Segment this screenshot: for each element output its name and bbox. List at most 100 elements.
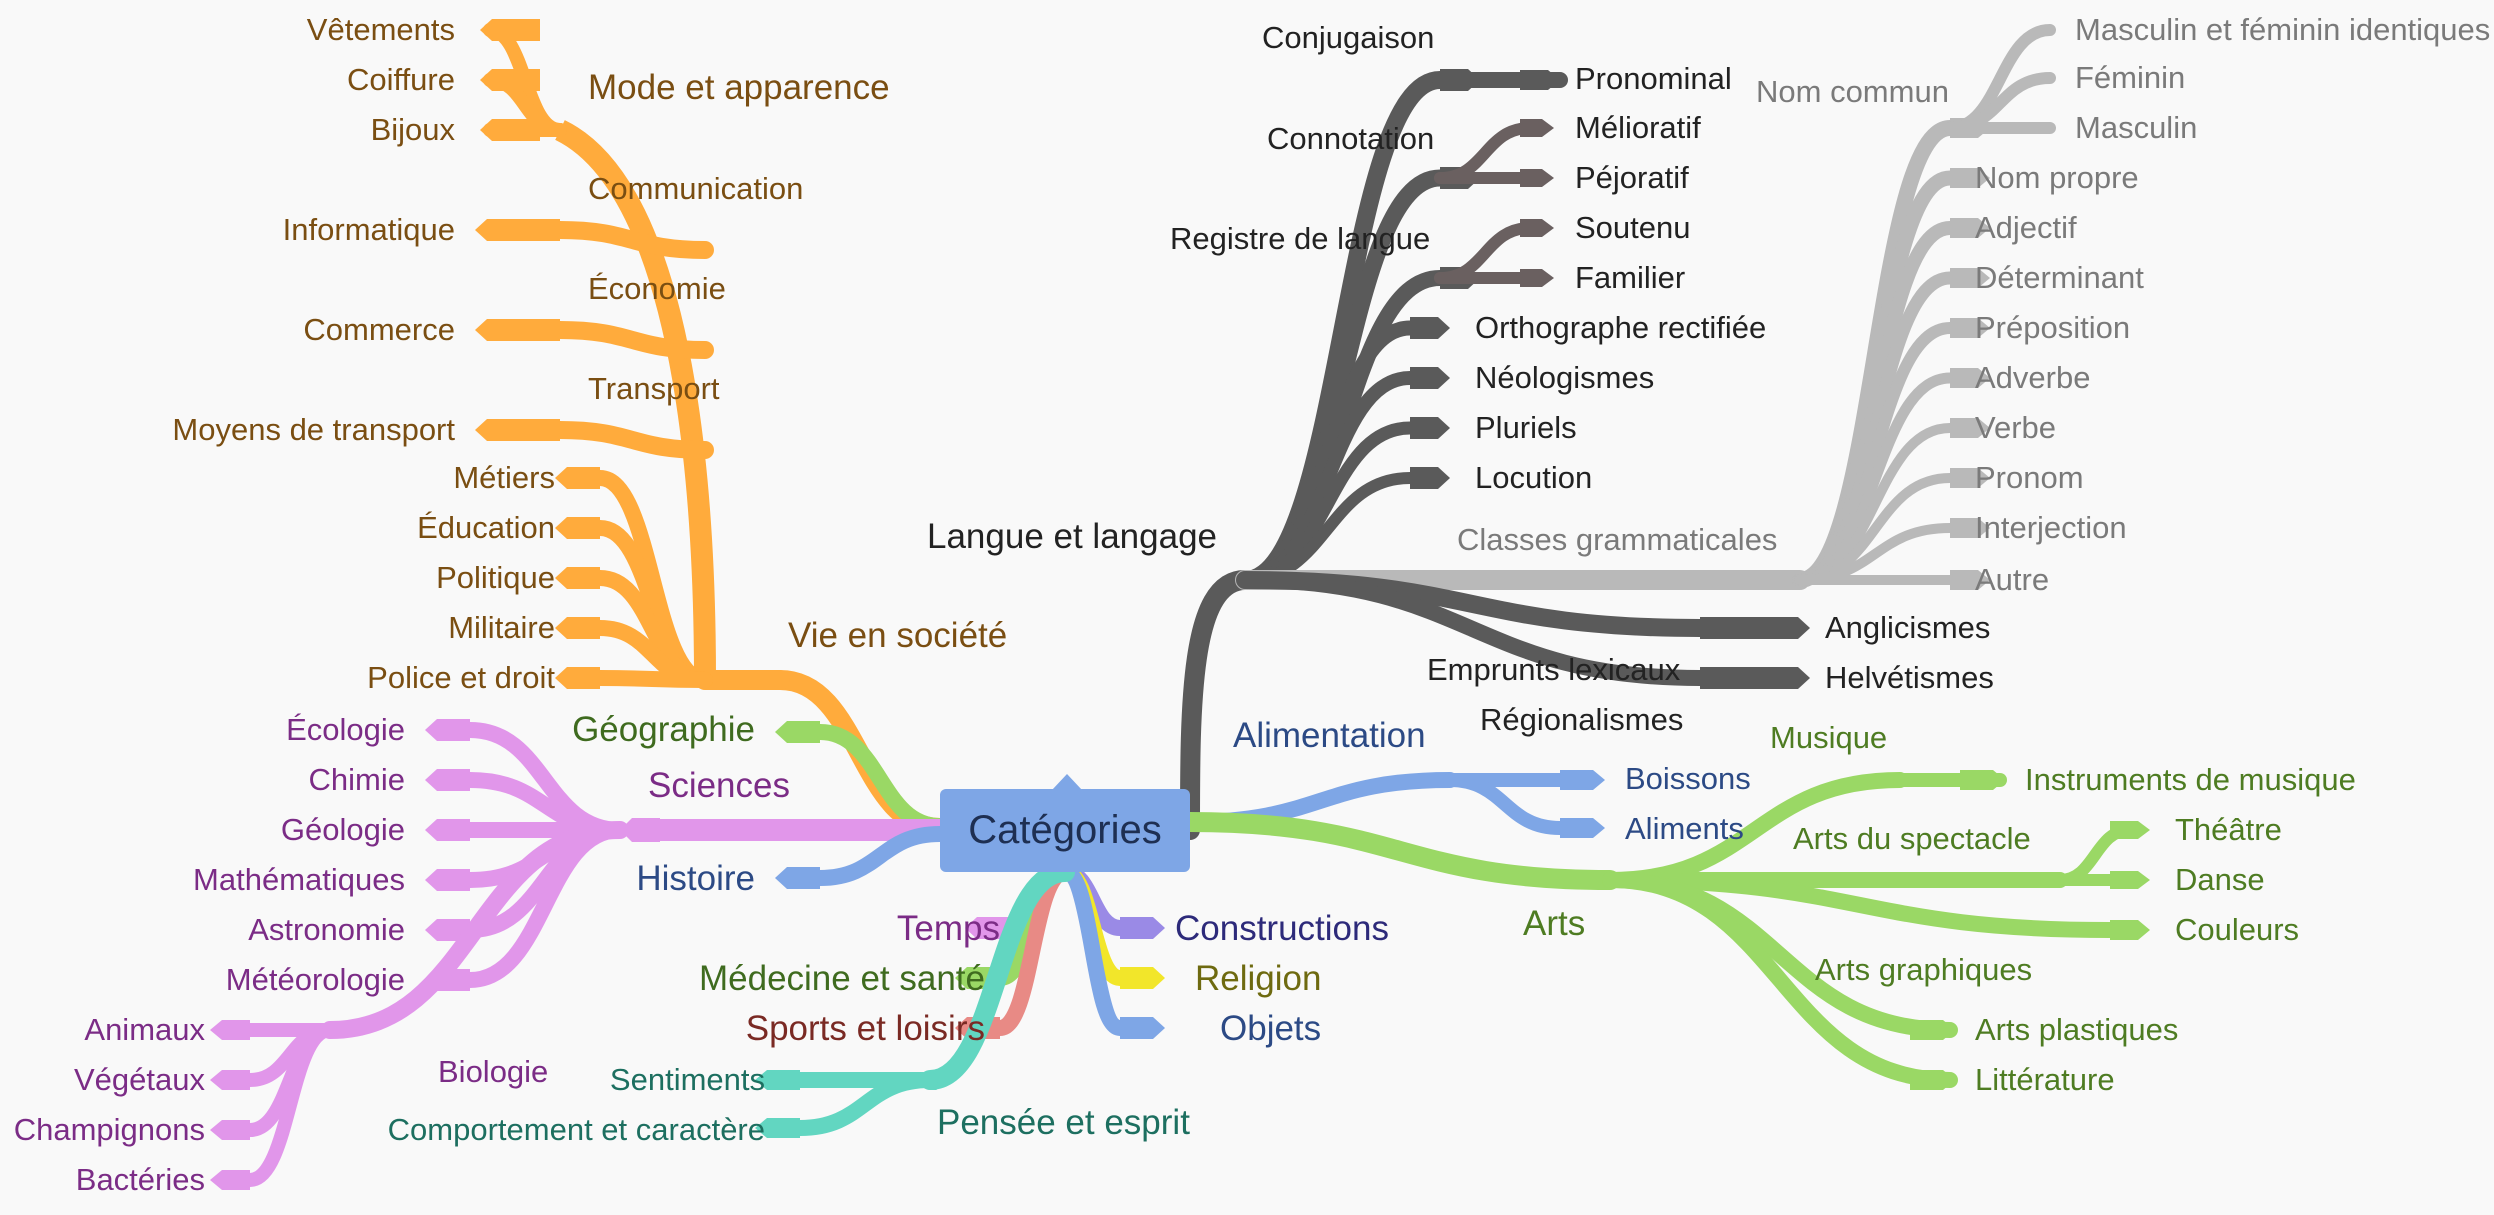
node-sci-1[interactable]: Chimie	[309, 762, 405, 797]
node-litterature[interactable]: Littérature	[1975, 1062, 2115, 1097]
node-bio-0[interactable]: Animaux	[84, 1012, 205, 1047]
node-informatique[interactable]: Informatique	[283, 212, 455, 247]
langue-sub-6-arrow	[1410, 467, 1450, 489]
node-pronom[interactable]: Pronom	[1975, 460, 2084, 495]
node-bio-3[interactable]: Bactéries	[76, 1162, 205, 1197]
sci-3-arrow	[425, 869, 470, 891]
node-couleurs[interactable]: Couleurs	[2175, 912, 2299, 947]
branch-langue-et-langage[interactable]: Langue et langage	[927, 517, 1217, 556]
node-arts-plastiques[interactable]: Arts plastiques	[1975, 1012, 2178, 1047]
node-adjectif[interactable]: Adjectif	[1975, 210, 2077, 245]
node-nom-commun-1[interactable]: Féminin	[2075, 60, 2185, 95]
node-arts-du-spectacle[interactable]: Arts du spectacle	[1793, 821, 2031, 856]
branch-geographie[interactable]: Géographie	[572, 710, 755, 749]
branch-vie-en-societe[interactable]: Vie en société	[788, 616, 1007, 655]
node-comportement-et-caractere[interactable]: Comportement et caractère	[388, 1112, 765, 1147]
node-registre-de-langue[interactable]: Registre de langue	[1170, 221, 1430, 256]
branch-mode-et-apparence[interactable]: Mode et apparence	[588, 68, 890, 107]
node-connotation[interactable]: Connotation	[1267, 121, 1434, 156]
root-node-label[interactable]: Catégories	[968, 808, 1161, 852]
node-soutenu[interactable]: Soutenu	[1575, 210, 1691, 245]
node-adverbe[interactable]: Adverbe	[1975, 360, 2090, 395]
branch-temps[interactable]: Temps	[897, 909, 1000, 948]
objets-connector	[1057, 864, 1128, 1036]
node-nom-commun-2[interactable]: Masculin	[2075, 110, 2197, 145]
branch-religion[interactable]: Religion	[1195, 959, 1321, 998]
classes-item-5-arrow	[1950, 368, 1990, 388]
node-verbe[interactable]: Verbe	[1975, 410, 2056, 445]
branch-sciences[interactable]: Sciences	[648, 766, 790, 805]
node-nom-commun[interactable]: Nom commun	[1756, 74, 1949, 109]
node-nom-propre[interactable]: Nom propre	[1975, 160, 2139, 195]
soc-leaf-0-arrow	[555, 467, 600, 489]
node-soc-4[interactable]: Police et droit	[367, 660, 555, 695]
node-melioratif[interactable]: Mélioratif	[1575, 110, 1701, 145]
node-sci-5[interactable]: Météorologie	[226, 962, 405, 997]
node-communication[interactable]: Communication	[588, 171, 803, 206]
connector-curves	[210, 19, 2150, 1190]
branch-objets[interactable]: Objets	[1220, 1009, 1321, 1048]
branch-medecine[interactable]: Médecine et santé	[699, 959, 985, 998]
arts-instr-arrow	[1960, 770, 2005, 790]
sci-bio-connector	[321, 821, 629, 1039]
node-mode-1[interactable]: Coiffure	[347, 62, 455, 97]
bio-3-arrow	[210, 1170, 250, 1190]
node-sci-4[interactable]: Astronomie	[248, 912, 405, 947]
node-mode-0[interactable]: Vêtements	[307, 12, 455, 47]
node-moyens-de-transport[interactable]: Moyens de transport	[172, 412, 455, 447]
node-pejoratif[interactable]: Péjoratif	[1575, 160, 1689, 195]
node-orthographe-rectifiee[interactable]: Orthographe rectifiée	[1475, 310, 1766, 345]
node-theatre[interactable]: Théâtre	[2175, 812, 2282, 847]
branch-alimentation[interactable]: Alimentation	[1233, 716, 1426, 755]
node-musique[interactable]: Musique	[1770, 720, 1887, 755]
node-soc-1[interactable]: Éducation	[417, 510, 555, 545]
alim-aliments-connector	[1443, 773, 1567, 835]
node-anglicismes[interactable]: Anglicismes	[1825, 610, 1990, 645]
node-danse[interactable]: Danse	[2175, 862, 2265, 897]
branch-pensee-et-esprit[interactable]: Pensée et esprit	[937, 1103, 1190, 1142]
node-soc-3[interactable]: Militaire	[448, 610, 555, 645]
node-soc-0[interactable]: Métiers	[453, 460, 555, 495]
branch-histoire[interactable]: Histoire	[636, 859, 755, 898]
root-node-box[interactable]	[940, 789, 1190, 872]
node-sci-0[interactable]: Écologie	[286, 712, 405, 747]
node-preposition[interactable]: Préposition	[1975, 310, 2130, 345]
node-nom-commun-0[interactable]: Masculin et féminin identiques	[2075, 12, 2490, 47]
node-pronominal[interactable]: Pronominal	[1575, 61, 1732, 96]
node-sci-2[interactable]: Géologie	[281, 812, 405, 847]
node-transport[interactable]: Transport	[588, 371, 720, 406]
node-interjection[interactable]: Interjection	[1975, 510, 2127, 545]
node-pluriels[interactable]: Pluriels	[1475, 410, 1577, 445]
node-helvetismes[interactable]: Helvétismes	[1825, 660, 1994, 695]
emprunts-helv-arrow	[1700, 667, 1810, 689]
node-locution[interactable]: Locution	[1475, 460, 1592, 495]
node-familier[interactable]: Familier	[1575, 260, 1685, 295]
soc-leaf-4-arrow	[555, 667, 600, 689]
node-classes-grammaticales[interactable]: Classes grammaticales	[1457, 522, 1777, 557]
node-arts-graphiques[interactable]: Arts graphiques	[1815, 952, 2032, 987]
root-node[interactable]: Catégories	[940, 774, 1190, 872]
classes-item-6-arrow	[1950, 418, 1990, 438]
node-regionalismes[interactable]: Régionalismes	[1480, 702, 1683, 737]
sci-2-arrow	[425, 819, 470, 841]
node-neologismes[interactable]: Néologismes	[1475, 360, 1654, 395]
node-aliments[interactable]: Aliments	[1625, 811, 1744, 846]
node-determinant[interactable]: Déterminant	[1975, 260, 2144, 295]
node-bio-1[interactable]: Végétaux	[74, 1062, 205, 1097]
branch-sports[interactable]: Sports et loisirs	[746, 1009, 985, 1048]
node-soc-2[interactable]: Politique	[436, 560, 555, 595]
node-sentiments[interactable]: Sentiments	[610, 1062, 765, 1097]
node-instruments-de-musique[interactable]: Instruments de musique	[2025, 762, 2356, 797]
node-economie[interactable]: Économie	[588, 271, 726, 306]
node-mode-2[interactable]: Bijoux	[371, 112, 456, 147]
node-commerce[interactable]: Commerce	[303, 312, 455, 347]
node-bio-2[interactable]: Champignons	[14, 1112, 205, 1147]
node-conjugaison[interactable]: Conjugaison	[1262, 20, 1434, 55]
node-boissons[interactable]: Boissons	[1625, 761, 1751, 796]
branch-arts[interactable]: Arts	[1523, 904, 1585, 943]
node-emprunts-lexicaux[interactable]: Emprunts lexicaux	[1427, 652, 1681, 687]
branch-constructions[interactable]: Constructions	[1175, 909, 1389, 948]
node-autre[interactable]: Autre	[1975, 562, 2049, 597]
node-biologie[interactable]: Biologie	[438, 1054, 548, 1089]
node-sci-3[interactable]: Mathématiques	[193, 862, 405, 897]
